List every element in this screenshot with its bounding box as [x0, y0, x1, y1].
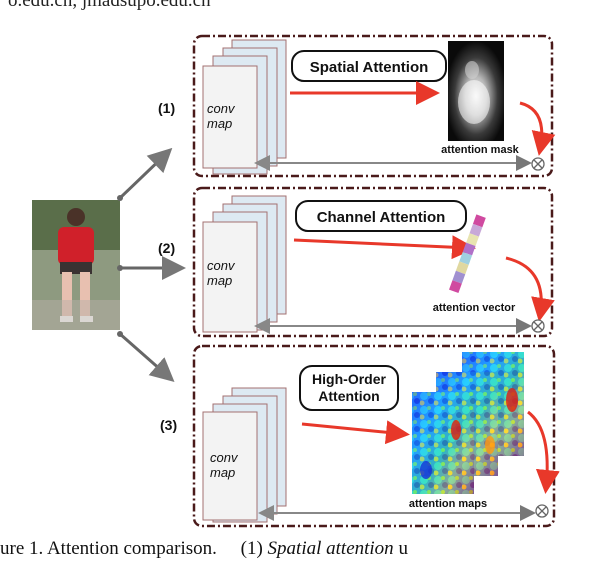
panel-3-conv-label-line2: map — [210, 465, 235, 480]
header-text: o.edu.cn, jmadsupo.edu.cn — [8, 0, 211, 11]
caption-item-number: (1) — [240, 538, 263, 559]
panel-3-index: (3) — [160, 417, 177, 433]
panel-1-index: (1) — [158, 100, 175, 116]
attention-maps-image — [412, 352, 524, 494]
high-order-attention-title-line2: Attention — [318, 388, 379, 404]
panel-2-conv-label-line1: conv — [207, 258, 236, 273]
panel-2-index: (2) — [158, 240, 175, 256]
panel-spatial-attention: conv map Spatial Attention attention mas… — [192, 34, 556, 178]
attention-maps-label: attention maps — [409, 498, 487, 510]
caption-item-term: Spatial attention — [267, 538, 394, 559]
panel-1-conv-label-line1: conv — [207, 101, 236, 116]
spatial-attention-title: Spatial Attention — [310, 59, 429, 76]
attention-vector-bar — [449, 214, 486, 294]
caption-suffix: u — [398, 538, 408, 559]
panel-3-conv-label-line1: conv — [210, 450, 239, 465]
caption-prefix: ure 1. Attention comparison. — [0, 538, 217, 559]
panel-channel-attention: conv map Channel Attention attention vec… — [192, 186, 555, 338]
arrow-to-panel-1 — [118, 147, 173, 200]
panel-2-conv-label-line2: map — [207, 273, 232, 288]
attention-mask-label: attention mask — [441, 144, 520, 156]
channel-attention-title: Channel Attention — [317, 209, 446, 226]
panel-high-order-attention: conv map High-Order Attention attention … — [192, 344, 560, 528]
arrow-to-panel-3 — [119, 332, 175, 382]
panel-1-conv-label-line2: map — [207, 116, 232, 131]
figure-caption: ure 1. Attention comparison. (1) Spatial… — [0, 538, 592, 562]
attention-vector-label: attention vector — [433, 302, 516, 314]
person-image — [32, 200, 120, 330]
high-order-attention-title-line1: High-Order — [312, 371, 386, 387]
